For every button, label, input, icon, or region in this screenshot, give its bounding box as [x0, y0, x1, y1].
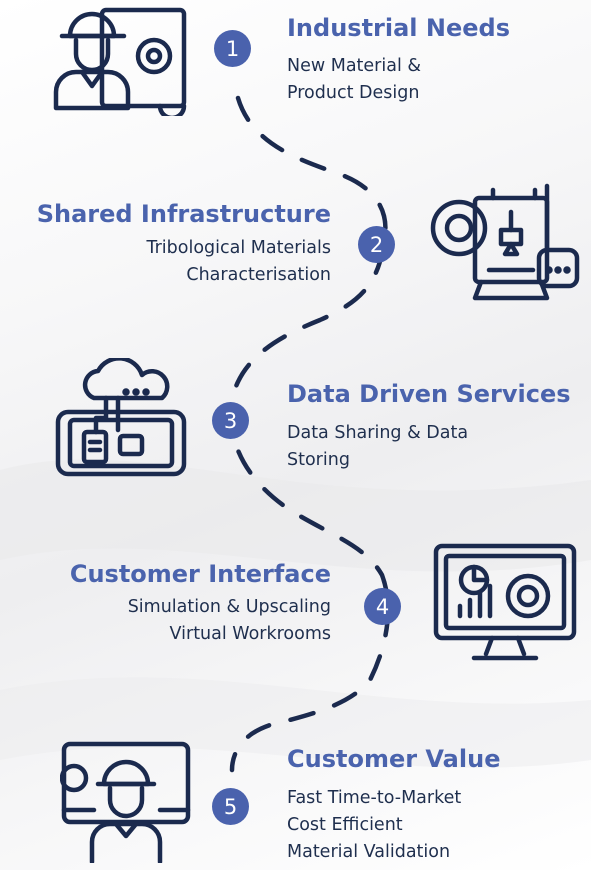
step-desc-2-line-2: Characterisation	[186, 265, 331, 285]
step-desc-4-line-1: Simulation & Upscaling	[127, 597, 331, 617]
step-desc-2-line-1: Tribological Materials	[146, 238, 331, 258]
step-desc-3-line-2: Storing	[287, 450, 350, 470]
step-title-3: Data Driven Services	[287, 380, 571, 408]
step-title-2: Shared Infrastructure	[36, 200, 331, 228]
step-desc-1-line-2: Product Design	[287, 83, 420, 103]
step-desc-4: Simulation & Upscaling Virtual Workrooms	[128, 594, 331, 648]
step-title-4: Customer Interface	[69, 560, 331, 588]
step-number-2: 2	[358, 226, 395, 263]
step-number-4: 4	[364, 588, 401, 625]
step-desc-3-line-1: Data Sharing & Data	[287, 423, 469, 443]
step-desc-2: Tribological Materials Characterisation	[146, 235, 331, 289]
step-title-1: Industrial Needs	[287, 14, 510, 42]
step-desc-5: Fast Time-to-Market Cost Efficient Mater…	[287, 785, 461, 866]
cloud-tablet-icon	[48, 356, 198, 488]
step-desc-1-line-1: New Material &	[287, 56, 422, 76]
step-number-3: 3	[212, 402, 249, 439]
step-desc-5-line-2: Cost Efficient	[287, 815, 403, 835]
monitor-dashboard-icon	[430, 540, 580, 670]
step-desc-4-line-2: Virtual Workrooms	[169, 624, 331, 644]
step-number-5: 5	[212, 788, 249, 825]
step-title-5: Customer Value	[287, 745, 501, 773]
engineer-screen-icon	[59, 738, 200, 868]
step-desc-1: New Material & Product Design	[287, 53, 421, 107]
step-desc-5-line-3: Material Validation	[287, 842, 451, 862]
engineer-blueprint-icon	[42, 6, 192, 121]
step-desc-5-line-1: Fast Time-to-Market	[287, 788, 462, 808]
step-number-1: 1	[214, 30, 251, 67]
3d-printer-icon	[425, 178, 585, 308]
step-desc-3: Data Sharing & Data Storing	[287, 420, 468, 474]
